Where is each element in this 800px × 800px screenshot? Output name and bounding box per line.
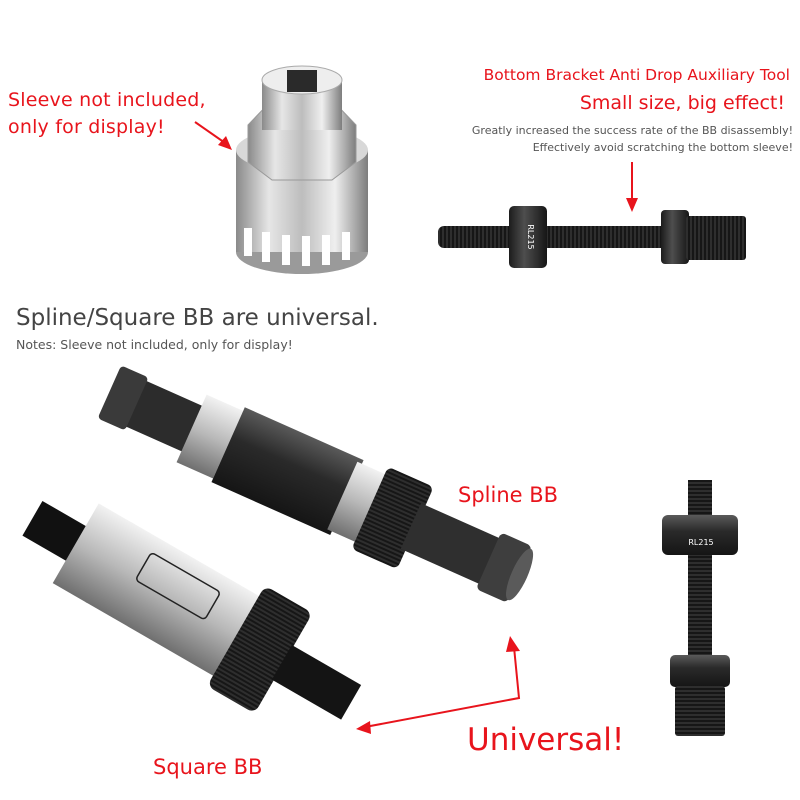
sleeve-note: Sleeve not included, only for display! [8,87,206,141]
benefit-2: Effectively avoid scratching the bottom … [532,141,793,154]
anti-drop-tool-vertical-image: RL215 [662,480,738,736]
spline-bb-image [98,366,534,602]
sleeve-note-line2: only for display! [8,116,165,138]
tool-engraving: RL215 [526,224,535,249]
compatibility-note: Notes: Sleeve not included, only for dis… [16,337,293,352]
benefit-1: Greatly increased the success rate of th… [471,124,793,137]
spline-bb-label: Spline BB [458,483,559,507]
slogan: Small size, big effect! [579,92,785,114]
annotation-arrows [194,121,638,734]
anti-drop-tool-horizontal-image: RL215 [438,206,746,268]
universal-label: Universal! [467,722,625,758]
square-bb-image [22,500,362,720]
benefits: Greatly increased the success rate of th… [380,122,793,156]
tool-engraving-vertical: RL215 [688,538,713,547]
sleeve-note-line1: Sleeve not included, [8,89,206,111]
square-bb-label: Square BB [153,755,263,779]
product-title: Bottom Bracket Anti Drop Auxiliary Tool [483,66,790,84]
sleeve-socket-image [236,65,368,274]
compatibility-heading: Spline/Square BB are universal. [16,305,379,331]
